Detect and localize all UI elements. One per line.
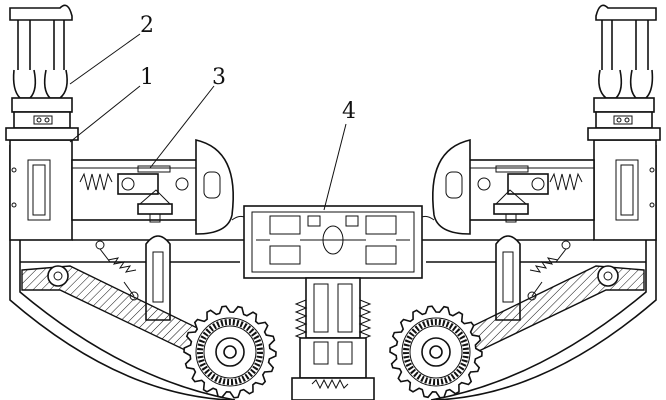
- callout-label-1: 1: [140, 65, 154, 90]
- linkage-springs: [95, 240, 571, 301]
- callout-2: 2: [69, 13, 154, 85]
- callout-3: 3: [149, 65, 226, 169]
- callout-1: 1: [69, 65, 154, 143]
- callout-4: 4: [323, 99, 356, 211]
- left-gear: [183, 305, 277, 399]
- central-column: [291, 277, 375, 400]
- right-gear: [389, 305, 483, 399]
- central-gearbox: [231, 205, 435, 279]
- left-clamp-assembly: [71, 138, 234, 235]
- left-arm: [21, 265, 223, 363]
- left-top-mount: [5, 4, 79, 141]
- callout-label-3: 3: [212, 65, 226, 90]
- right-top-mount: [587, 4, 661, 141]
- vertical-posts: [145, 235, 521, 321]
- callout-label-4: 4: [342, 99, 356, 124]
- callout-label-2: 2: [140, 13, 154, 38]
- right-clamp-assembly: [432, 138, 595, 235]
- main-frame: [9, 139, 657, 400]
